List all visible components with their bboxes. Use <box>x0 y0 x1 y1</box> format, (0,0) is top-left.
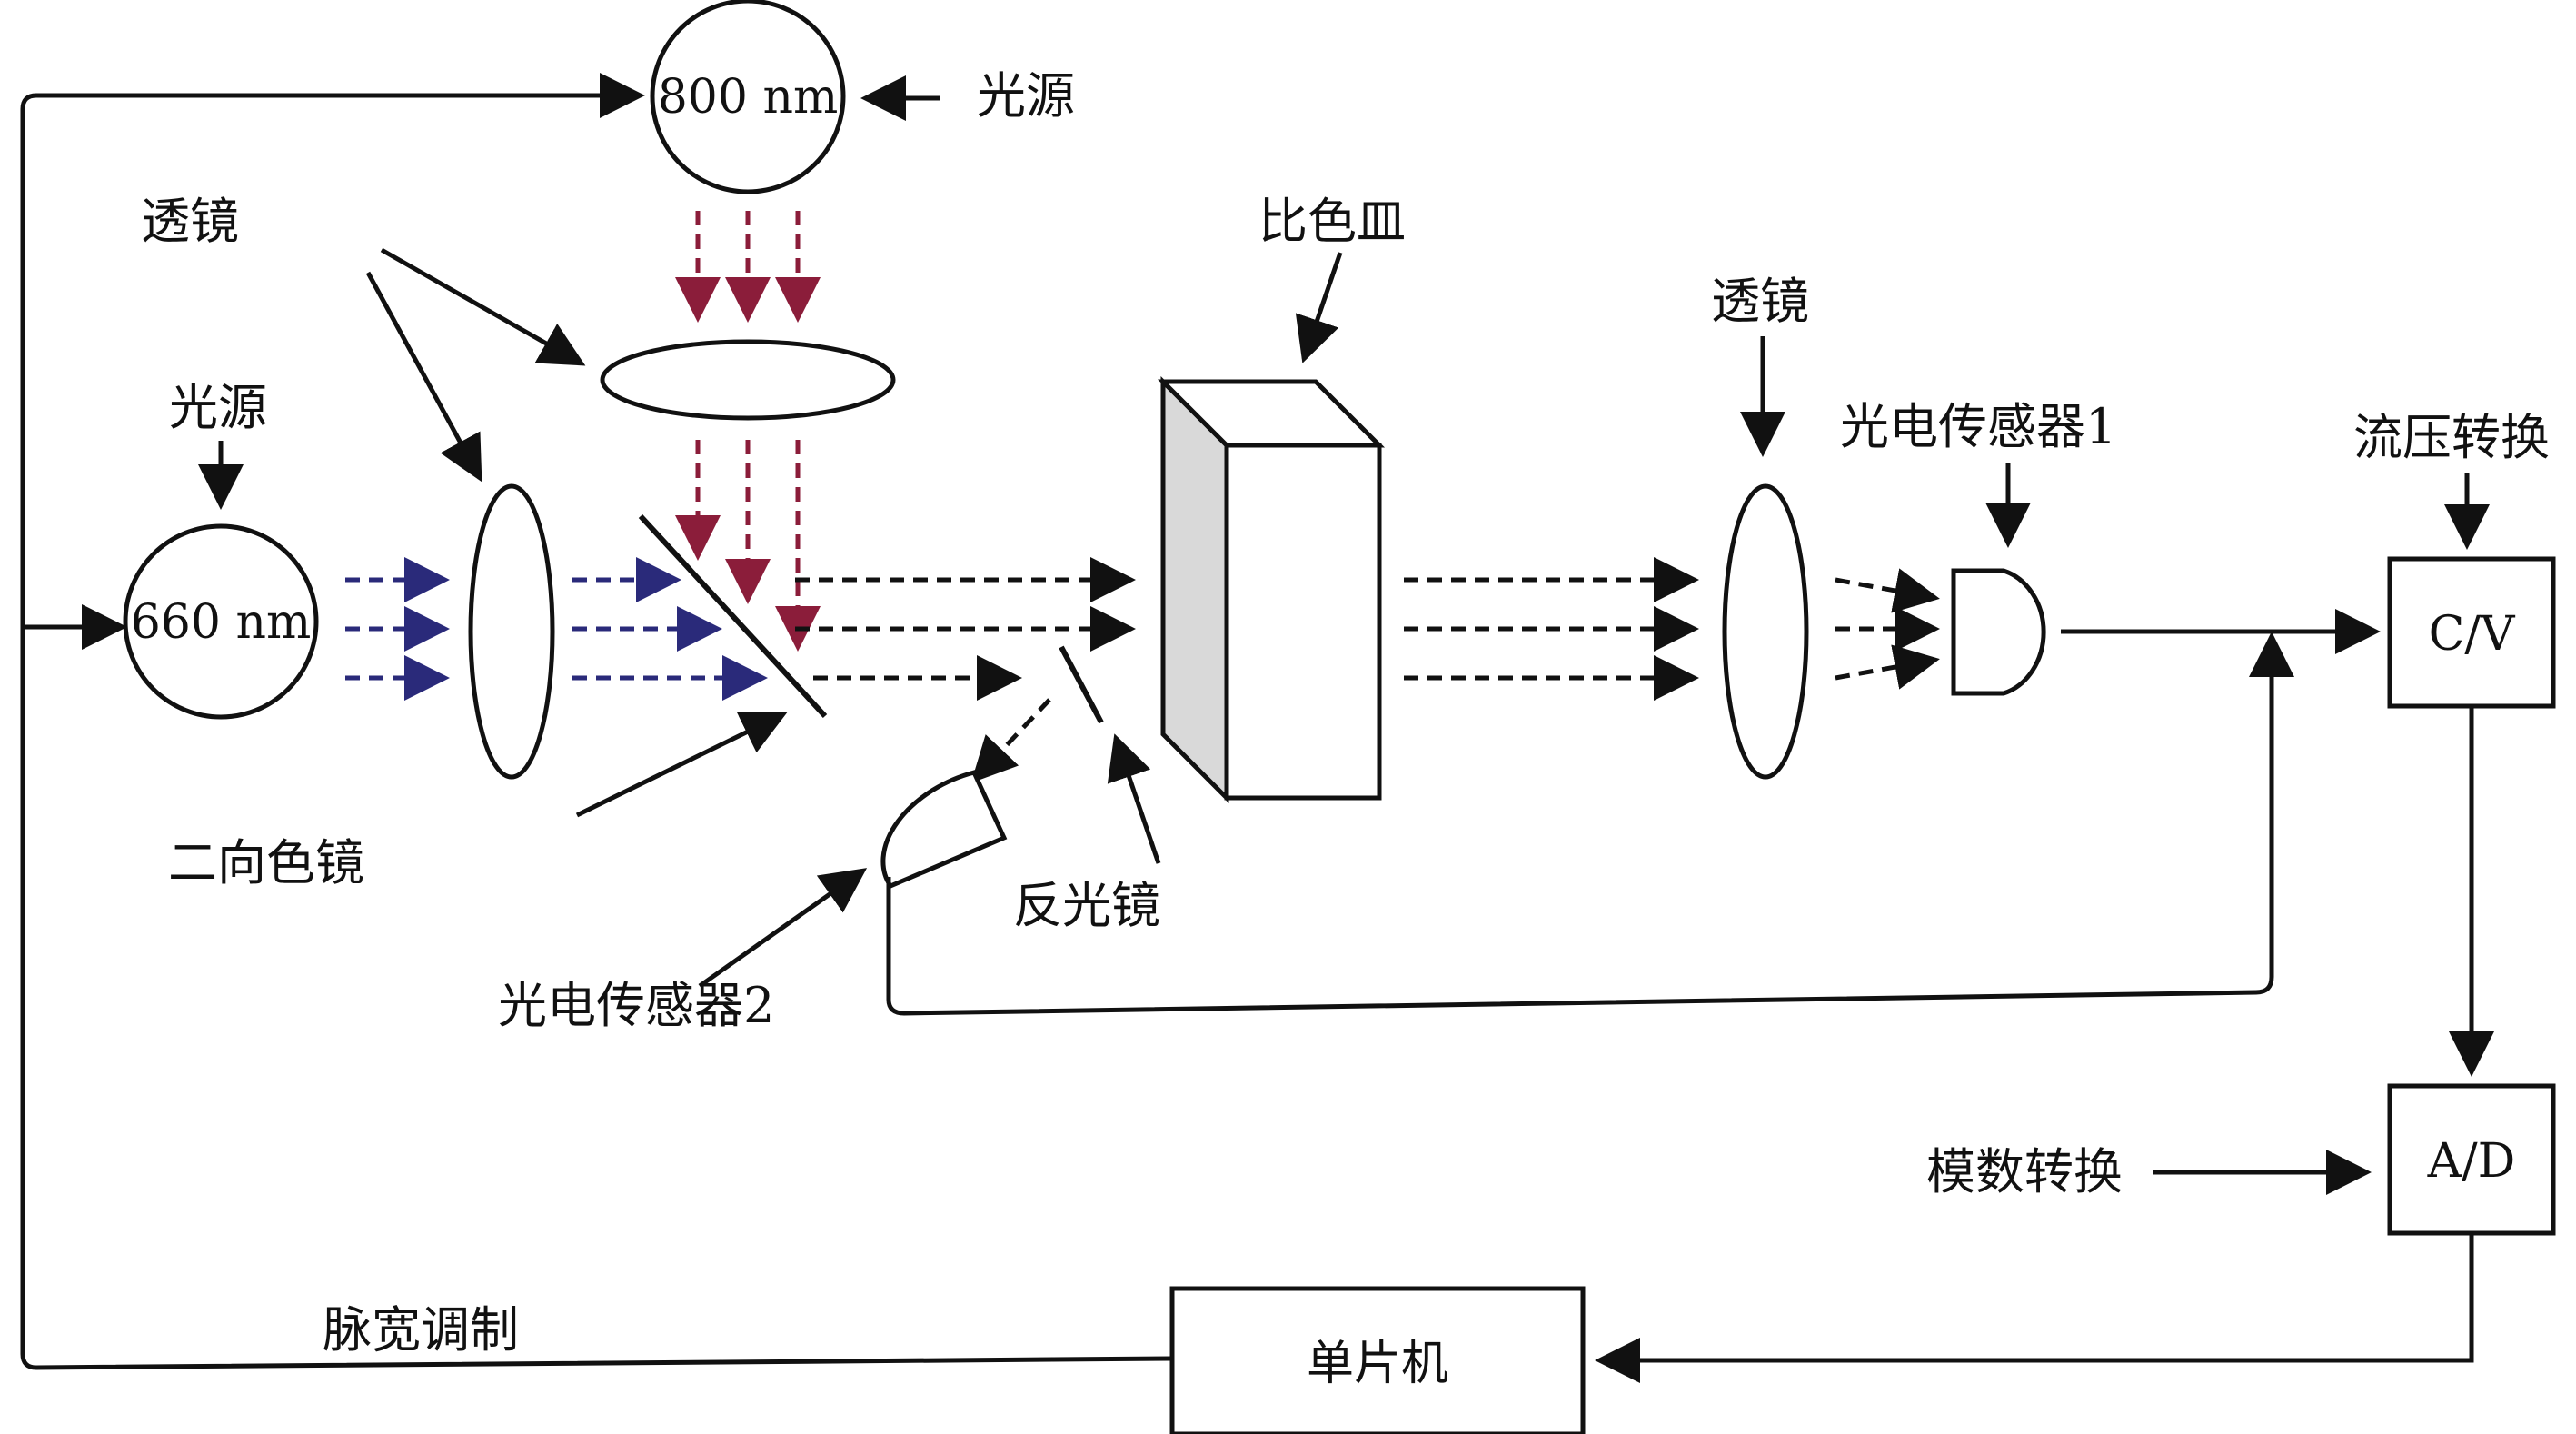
source-660-label: 660 nm <box>131 595 312 650</box>
light-source-800nm: 800 nm <box>650 0 846 194</box>
reflector-pointer <box>1107 733 1161 864</box>
sensor2-pointer <box>698 868 868 989</box>
mcu-box: 单片机 <box>1169 1286 1586 1434</box>
dichroic-mirror-label: 二向色镜 <box>168 834 364 891</box>
cuvette <box>1157 375 1386 804</box>
mcu-box-label: 单片机 <box>1307 1337 1448 1391</box>
reflector-mirror <box>1059 645 1104 724</box>
right-lens <box>1722 483 1809 780</box>
lens-left-label: 透镜 <box>141 193 239 250</box>
light-source-left-label: 光源 <box>169 379 267 436</box>
cv-converter-box: C/V <box>2387 556 2556 709</box>
sensor2-signal-wire <box>886 632 2294 1016</box>
reflector-label: 反光镜 <box>1013 877 1160 934</box>
ad-converter-box: A/D <box>2387 1083 2556 1236</box>
photo-sensor-1 <box>1951 568 2046 696</box>
light-source-660nm: 660 nm <box>123 523 319 720</box>
cuvette-pointer <box>1295 252 1343 363</box>
photo-sensor-2 <box>880 770 1008 890</box>
dichroic-mirror <box>638 513 828 719</box>
feedback-loop-wire <box>20 73 1173 1370</box>
cuvette-label: 比色皿 <box>1258 193 1406 250</box>
light-source-top-label: 光源 <box>977 67 1075 124</box>
beam-to-sensor1 <box>1835 568 1940 613</box>
ad-box-label: A/D <box>2427 1134 2516 1189</box>
cv-converter-label: 流压转换 <box>2353 409 2550 466</box>
sensor1-label: 光电传感器1 <box>1840 398 2116 455</box>
ad-to-mcu-wire <box>1595 1233 2474 1383</box>
left-lens <box>468 483 555 780</box>
pwm-label: 脉宽调制 <box>323 1301 519 1359</box>
sensor2-label: 光电传感器2 <box>498 977 774 1034</box>
lens-pointer-to-left-lens <box>365 271 482 483</box>
top-lens <box>600 339 896 421</box>
dichroic-mirror-pointer <box>575 712 788 818</box>
ad-converter-label: 模数转换 <box>1926 1143 2123 1200</box>
beam-to-sensor1 <box>1835 644 1940 690</box>
lens-right-label: 透镜 <box>1711 273 1809 330</box>
beam-reflected <box>970 698 1051 783</box>
cv-box-label: C/V <box>2429 607 2516 662</box>
lens-pointer-to-top-lens <box>380 247 586 366</box>
source-800-label: 800 nm <box>658 70 839 124</box>
